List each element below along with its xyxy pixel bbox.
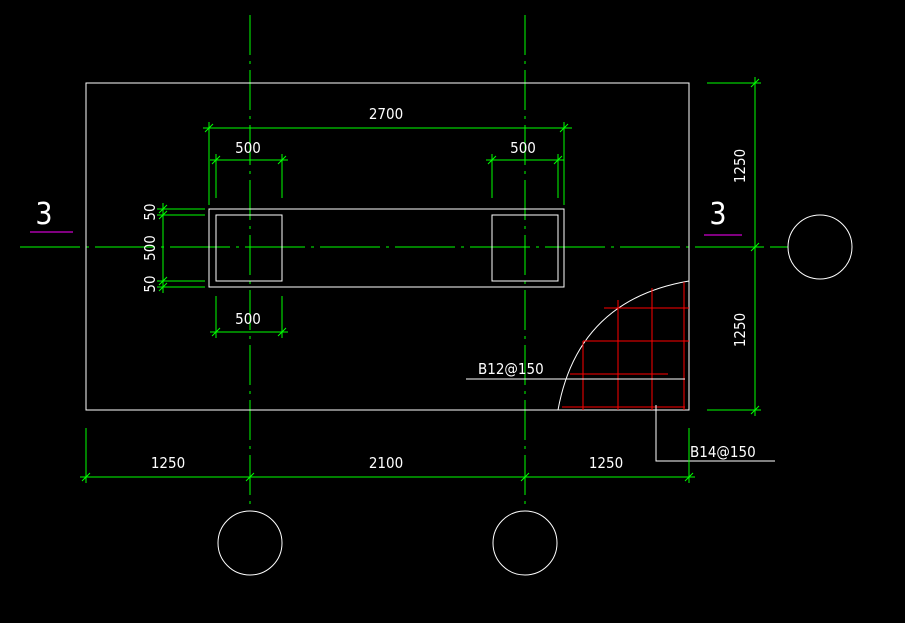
dim-text-bottom-middle: 2100 (369, 454, 403, 472)
rebar-grid (562, 282, 689, 410)
axis-bubble-bottom-right (492, 510, 558, 576)
section-mark-left: 3 (30, 197, 73, 233)
column-right (491, 214, 559, 282)
axis-bubble-right (787, 214, 853, 280)
dim-right-chain (707, 77, 761, 416)
tie-beam-outline (208, 208, 565, 288)
label-top-rebar: B12@150 (478, 360, 544, 378)
dim-beam-length (203, 122, 572, 205)
dim-beam-width-chain (157, 203, 205, 293)
axis-bubble-bottom-left (217, 510, 283, 576)
dim-text-beam-width: 500 (141, 235, 159, 261)
section-mark-right: 3 (704, 197, 742, 236)
axis-bubbles (217, 214, 853, 576)
foundation-outline (85, 82, 690, 411)
label-bottom-rebar: B14@150 (690, 443, 756, 461)
rebar-cutaway-arc (557, 280, 690, 411)
dim-text-column-right-top: 500 (510, 139, 536, 157)
dim-column-bottom (210, 296, 288, 338)
dim-text-bottom-left: 1250 (151, 454, 185, 472)
section-mark-left-text: 3 (35, 197, 52, 232)
rebar-detail: B12@150 B14@150 (466, 280, 775, 462)
section-mark-right-text: 3 (709, 197, 726, 232)
dim-text-beam-length: 2700 (369, 105, 403, 123)
dim-column-left-top (210, 154, 288, 198)
dim-text-column-left-top: 500 (235, 139, 261, 157)
column-left (215, 214, 283, 282)
dim-text-column-bottom: 500 (235, 310, 261, 328)
dim-bottom-chain (80, 428, 695, 483)
leader-bottom-layer (655, 405, 775, 462)
dim-text-right-top: 1250 (731, 149, 749, 183)
dim-text-offset-bottom: 50 (141, 275, 159, 292)
dim-column-right-top (486, 154, 564, 198)
dim-text-bottom-right: 1250 (589, 454, 623, 472)
axis-lines (20, 15, 788, 510)
dim-text-offset-top: 50 (141, 203, 159, 220)
dim-text-right-bottom: 1250 (731, 313, 749, 347)
